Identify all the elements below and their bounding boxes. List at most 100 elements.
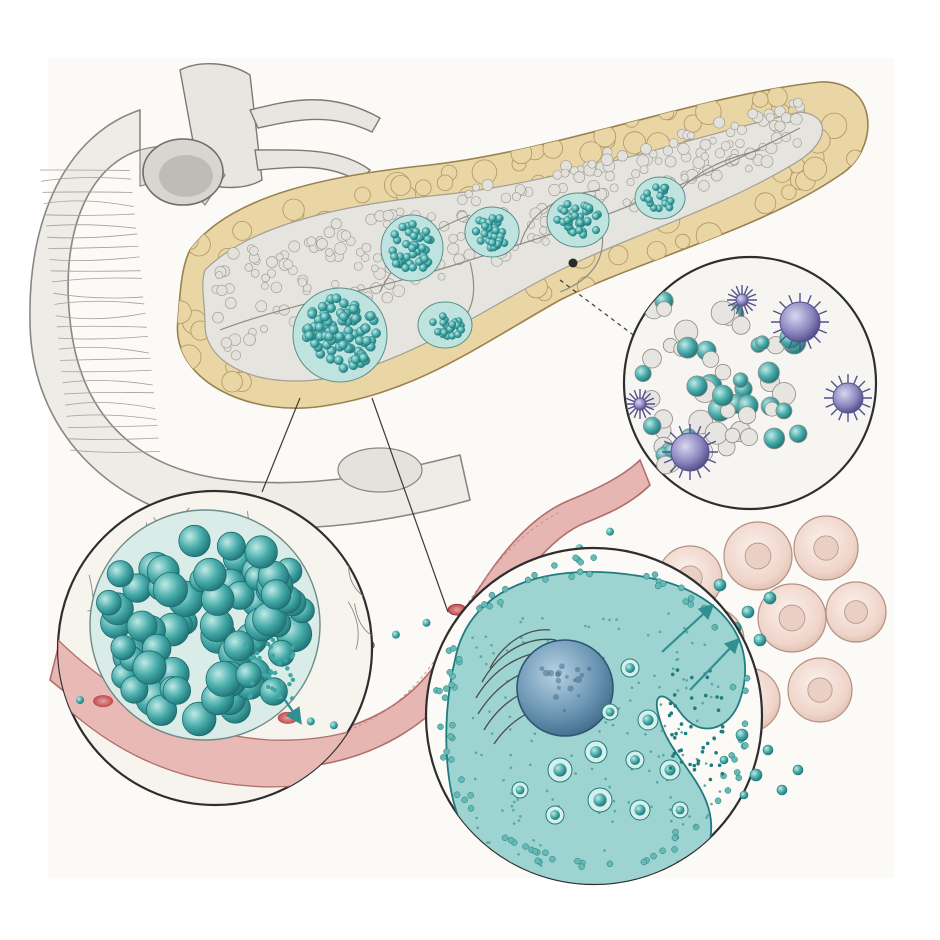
cytoplasm-speck xyxy=(662,753,665,757)
islet-cell xyxy=(390,230,399,239)
acinar-cell xyxy=(548,183,561,197)
cytoplasm-speck xyxy=(705,605,709,608)
immune-cell xyxy=(670,432,710,472)
chromatin xyxy=(577,694,581,698)
islet-cell xyxy=(476,236,485,245)
islet-cell xyxy=(457,325,466,334)
cytoplasm-speck xyxy=(611,723,615,727)
cytoplasm-speck xyxy=(475,816,479,820)
cytoplasm-speck xyxy=(522,641,525,644)
nucleus xyxy=(516,639,614,737)
acinar-cell xyxy=(573,171,586,183)
released-granule xyxy=(674,731,678,736)
tissue-cell xyxy=(763,427,786,450)
hormone-arrow-1 xyxy=(661,603,715,653)
acinar-cell xyxy=(700,152,709,161)
tissue-cell xyxy=(775,402,793,420)
immune-spike xyxy=(702,431,711,440)
red-blood-cell xyxy=(93,695,114,708)
chromatin xyxy=(579,672,585,678)
granule xyxy=(285,666,290,671)
released-granule xyxy=(670,672,675,677)
cytoplasm-speck xyxy=(474,751,478,755)
hormone-granule xyxy=(735,728,749,742)
acinar-cell xyxy=(370,264,379,273)
hormone-granule xyxy=(329,721,338,730)
acinar-cell xyxy=(427,212,436,221)
lobule xyxy=(232,220,253,241)
acinar-cell xyxy=(792,138,802,148)
islet-cell xyxy=(338,339,348,350)
chromatin xyxy=(574,676,582,684)
cytoplasm-speck xyxy=(613,809,617,813)
released-granule xyxy=(709,763,714,767)
acinar-cell xyxy=(539,226,548,235)
cytoplasm-speck xyxy=(680,731,683,734)
immune-spike xyxy=(707,440,717,446)
membrane-bump xyxy=(443,748,450,755)
acinar-cell xyxy=(270,281,283,294)
lobule xyxy=(781,184,797,200)
cytoplasm-speck xyxy=(626,731,629,735)
released-granule xyxy=(720,729,725,734)
cytoplasm-speck xyxy=(471,716,475,720)
cytoplasm-speck xyxy=(509,766,513,770)
cytoplasm-speck xyxy=(492,652,495,655)
acinar-cell xyxy=(306,236,317,247)
acinar-cell xyxy=(594,188,608,201)
cytoplasm-speck xyxy=(703,643,707,647)
cytoplasm-speck xyxy=(653,674,656,678)
granule xyxy=(254,650,260,656)
immune-spike xyxy=(696,425,702,435)
acinar-cell xyxy=(587,159,597,169)
hormone-granule xyxy=(306,717,315,726)
acinar-cell xyxy=(713,116,726,129)
cytoplasm-speck xyxy=(660,729,664,733)
cytoplasm-speck xyxy=(510,804,514,808)
insulin-granule xyxy=(550,810,560,820)
cytoplasm-speck xyxy=(694,824,697,828)
immune-spike xyxy=(707,458,717,464)
islet-cell xyxy=(110,634,136,661)
immune-spike xyxy=(641,389,647,399)
insulin-granule xyxy=(515,785,525,795)
secretion-arrow xyxy=(284,699,302,725)
immune-spike xyxy=(778,300,787,309)
granule xyxy=(247,694,252,699)
acinar-cell xyxy=(334,242,347,255)
islet-cell xyxy=(439,318,448,327)
immune-spike xyxy=(778,335,787,344)
granule xyxy=(250,681,255,686)
islet-cell xyxy=(348,304,359,314)
granule xyxy=(268,644,273,649)
acinar-cell xyxy=(662,145,674,156)
islet-cell xyxy=(660,184,669,192)
released-granule xyxy=(708,777,713,782)
membrane-bump xyxy=(682,598,689,605)
immune-spike xyxy=(813,300,822,309)
membrane-bump xyxy=(507,836,515,844)
islet-cell xyxy=(333,355,344,366)
cytoplasm-speck xyxy=(695,719,699,723)
immune-spike xyxy=(838,411,843,421)
acinar-cell xyxy=(297,277,307,287)
cytoplasm-speck xyxy=(490,732,494,735)
islet-cell xyxy=(320,311,330,322)
membrane-bump xyxy=(524,576,532,584)
immune-spike xyxy=(772,329,782,334)
hormone-granule xyxy=(762,744,774,756)
cytoplasm-speck xyxy=(480,753,483,757)
islet-cell xyxy=(418,243,427,253)
immune-spike xyxy=(807,340,812,350)
tissue-cell xyxy=(642,348,662,369)
acinar-cell xyxy=(793,97,803,108)
membrane-bump xyxy=(576,568,584,576)
acinar-cell xyxy=(361,242,372,253)
islet-cell xyxy=(560,206,569,215)
membrane-bump xyxy=(651,571,659,578)
acinar-cell xyxy=(622,198,631,207)
target-cell-nucleus xyxy=(813,535,839,561)
lobule xyxy=(177,300,192,324)
islet-cell xyxy=(361,336,372,346)
